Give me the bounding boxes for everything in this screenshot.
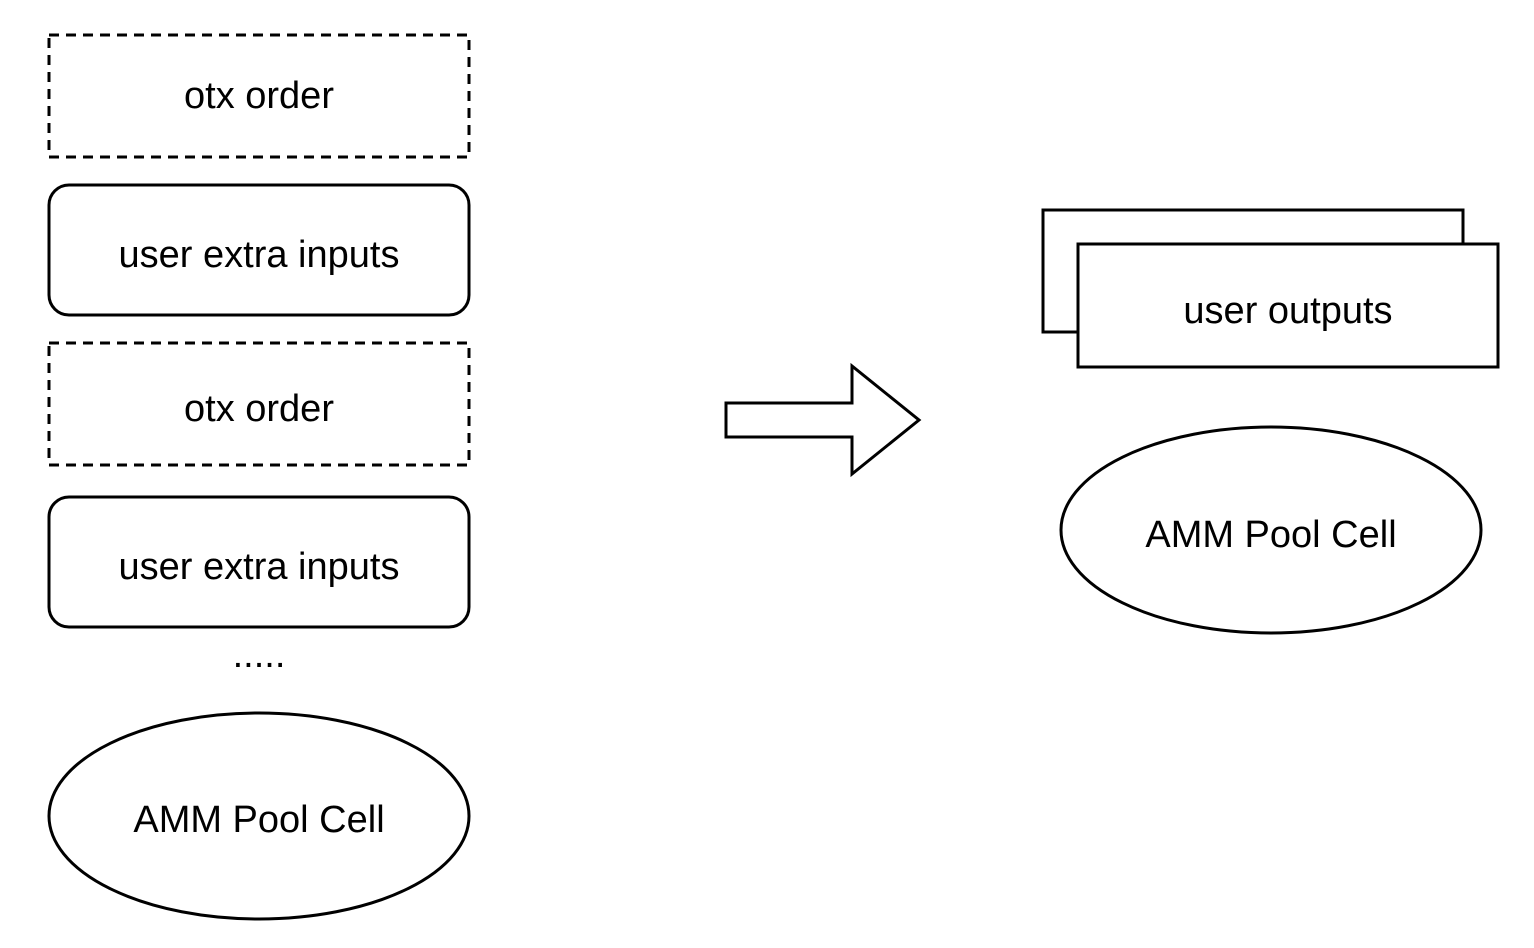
- amm-pool-cell-label-right: AMM Pool Cell: [1145, 513, 1397, 556]
- user-extra-inputs-label-2: user extra inputs: [118, 545, 400, 588]
- amm-pool-cell-ellipse-right: [1059, 425, 1483, 635]
- otx-order-box-2: [47, 341, 471, 467]
- user-outputs-front-box: [1076, 242, 1500, 369]
- otx-order-label-2: otx order: [184, 387, 334, 430]
- user-extra-inputs-box-2: [47, 495, 471, 629]
- user-extra-inputs-label-1: user extra inputs: [118, 233, 400, 276]
- amm-pool-cell-ellipse-left: [47, 711, 471, 921]
- ellipsis-label: .....: [232, 633, 286, 676]
- amm-pool-cell-label-left: AMM Pool Cell: [133, 798, 385, 841]
- otx-order-box-1: [47, 33, 471, 159]
- user-extra-inputs-box-1: [47, 183, 471, 317]
- otx-order-label-1: otx order: [184, 74, 334, 117]
- right-arrow-icon: [724, 362, 922, 478]
- user-outputs-label: user outputs: [1183, 289, 1393, 332]
